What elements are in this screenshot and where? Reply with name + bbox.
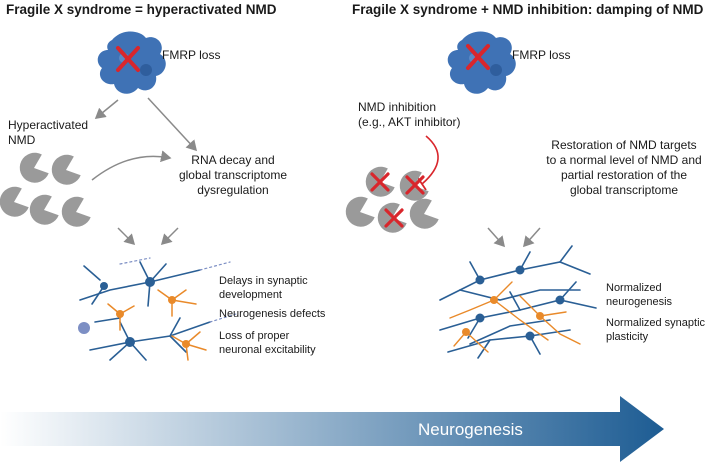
cross-icon-left	[116, 46, 140, 72]
restoration-label-line3: partial restoration of the	[560, 168, 688, 182]
neuron-network-left	[78, 257, 237, 361]
neurogenesis-arrow	[0, 396, 664, 462]
outcome-left-1-line2: development	[219, 289, 282, 301]
restoration-label-line1: Restoration of NMD targets	[551, 138, 697, 152]
nmd-complex-icons-right	[345, 166, 439, 233]
outcome-right-2-line1: Normalized synaptic	[606, 317, 706, 329]
fmrp-loss-label-right: FMRP loss	[512, 48, 571, 62]
neuron-network-right	[439, 245, 597, 359]
left-panel-title: Fragile X syndrome = hyperactivated NMD	[6, 2, 277, 17]
cross-icon-right	[466, 44, 490, 70]
outcome-right-1-line2: neurogenesis	[606, 296, 673, 308]
arrow-down-left-1	[117, 227, 136, 246]
outcome-right-2-line2: plasticity	[606, 331, 649, 343]
outcome-left-2-line1: Neurogenesis defects	[219, 308, 326, 320]
arrow-to-decay	[147, 97, 198, 152]
fmrp-loss-label-left: FMRP loss	[162, 48, 221, 62]
inhibition-label-line1: NMD inhibition	[358, 100, 437, 114]
nmd-label-line2: NMD	[8, 133, 36, 147]
inhibition-arrow	[421, 135, 439, 185]
decay-label-line2: global transcriptome	[178, 168, 288, 182]
arrow-to-nmd	[94, 99, 119, 119]
arrow-decay-curve	[91, 150, 172, 181]
decay-label-line1: RNA decay and	[191, 153, 275, 167]
inhibition-label-line2: (e.g., AKT inhibitor)	[358, 115, 461, 129]
outcome-left-1-line1: Delays in synaptic	[219, 275, 308, 287]
nmd-complex-icons-left	[0, 152, 91, 227]
arrow-down-right-2	[523, 227, 541, 248]
arrow-down-left-2	[160, 227, 179, 246]
restoration-label-line2: to a normal level of NMD and	[546, 153, 702, 167]
right-panel-title: Fragile X syndrome + NMD inhibition: dam…	[352, 2, 704, 17]
outcome-left-3-line2: neuronal excitability	[219, 344, 316, 356]
restoration-label-line4: global transcriptome	[569, 183, 679, 197]
outcome-left-3-line1: Loss of proper	[219, 330, 290, 342]
neurogenesis-label: Neurogenesis	[418, 420, 523, 439]
nmd-label-line1: Hyperactivated	[8, 118, 89, 132]
outcome-right-1-line1: Normalized	[606, 282, 662, 294]
decay-label-line3: dysregulation	[197, 183, 269, 197]
arrow-down-right-1	[487, 227, 505, 248]
